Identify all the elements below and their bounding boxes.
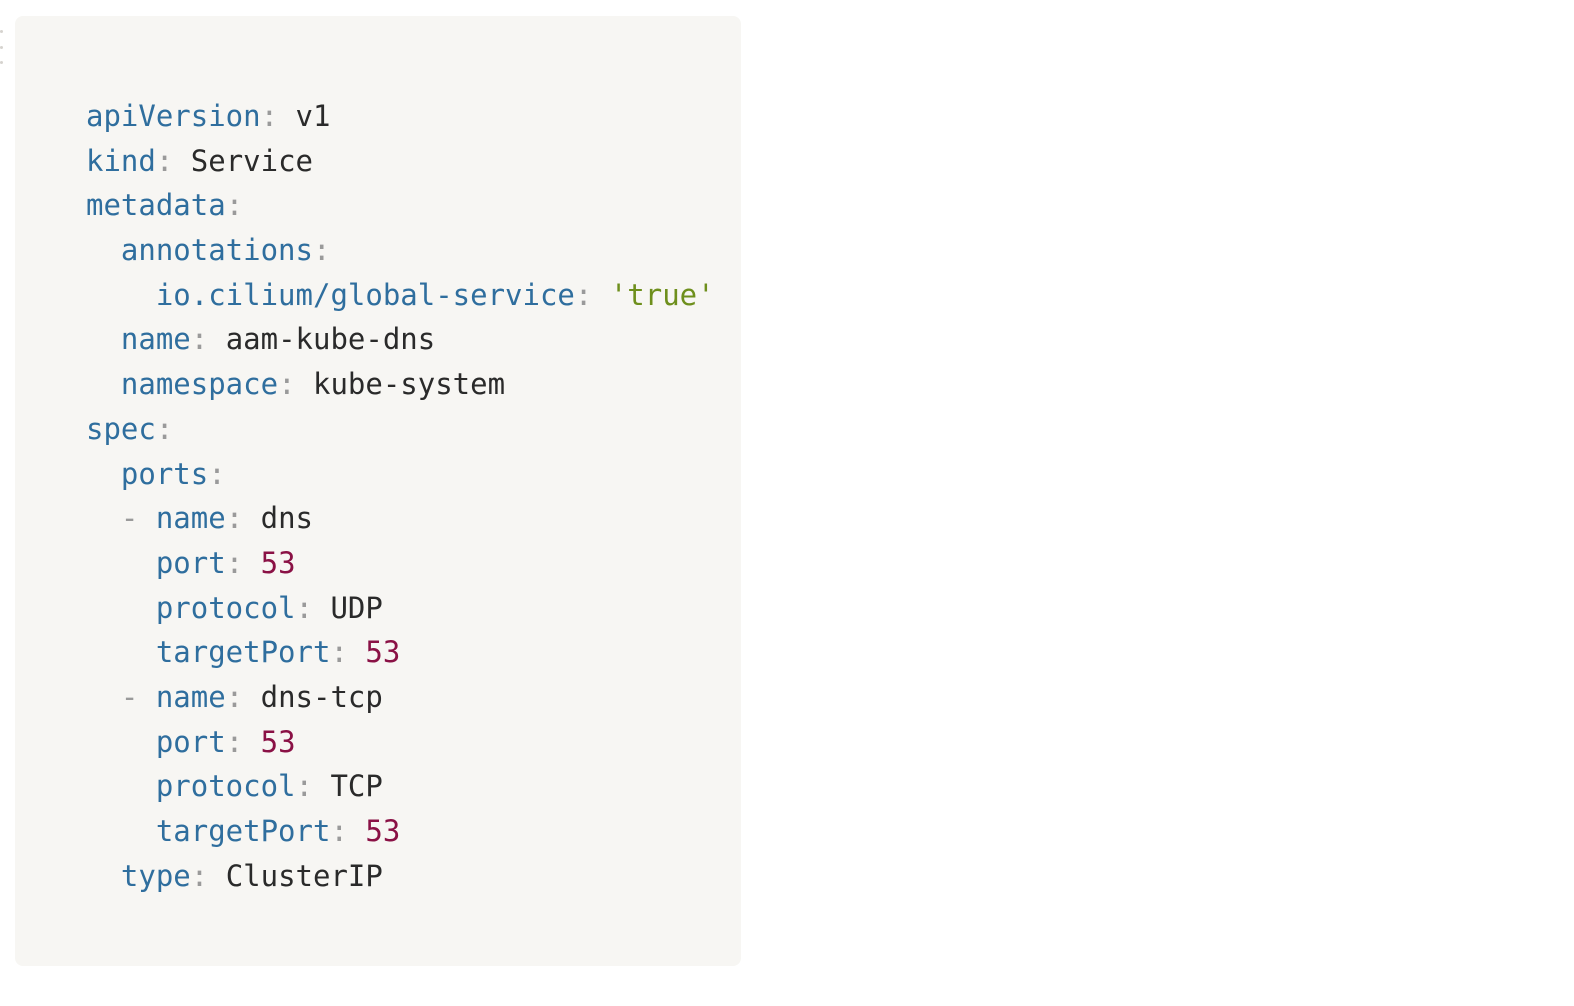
- code-line: - name: dns: [86, 496, 741, 541]
- code-line: protocol: UDP: [86, 586, 741, 631]
- yaml-value: UDP: [330, 590, 383, 625]
- code-indent: [86, 769, 156, 803]
- yaml-value: 53: [260, 724, 296, 759]
- yaml-value: v1: [295, 99, 331, 133]
- yaml-key: protocol: [155, 590, 296, 625]
- yaml-colon: :: [225, 679, 244, 714]
- yaml-key: port: [155, 724, 226, 759]
- yaml-key: targetPort: [155, 814, 331, 848]
- yaml-value: dns: [260, 501, 314, 536]
- code-line: namespace: kube-system: [86, 362, 741, 407]
- list-dash: -: [120, 501, 156, 536]
- yaml-colon: :: [225, 545, 244, 580]
- yaml-colon: :: [208, 456, 226, 491]
- block-drag-handle[interactable]: [0, 30, 4, 64]
- code-line: protocol: TCP: [86, 764, 741, 809]
- yaml-key: type: [120, 858, 191, 893]
- yaml-value: dns-tcp: [260, 679, 383, 714]
- yaml-colon: :: [190, 322, 209, 357]
- yaml-value: ClusterIP: [225, 858, 383, 893]
- yaml-colon: :: [330, 814, 348, 848]
- drag-dot: [0, 45, 3, 49]
- code-indent: [86, 814, 156, 848]
- yaml-key: kind: [86, 143, 156, 178]
- code-line: annotations:: [86, 228, 741, 273]
- yaml-key: name: [120, 322, 191, 357]
- code-line: port: 53: [86, 720, 741, 765]
- yaml-colon: :: [225, 188, 244, 223]
- code-indent: [86, 367, 121, 401]
- code-indent: [86, 680, 121, 714]
- yaml-key: name: [155, 679, 226, 714]
- code-line: spec:: [86, 407, 741, 452]
- yaml-value: Service: [190, 143, 313, 178]
- code-indent: [86, 635, 156, 669]
- yaml-colon: :: [260, 99, 279, 133]
- yaml-key: name: [155, 501, 226, 536]
- code-line: io.cilium/global-service: 'true': [86, 273, 741, 318]
- yaml-value: 53: [365, 814, 401, 848]
- yaml-colon: :: [190, 858, 209, 893]
- code-line: apiVersion: v1: [86, 94, 741, 139]
- yaml-colon: :: [225, 724, 244, 759]
- code-line: ports:: [86, 452, 741, 497]
- code-line: targetPort: 53: [86, 630, 741, 675]
- code-line: kind: Service: [86, 139, 741, 184]
- yaml-value: 53: [260, 545, 296, 580]
- code-indent: [86, 233, 121, 267]
- yaml-key: targetPort: [155, 635, 331, 670]
- code-indent: [86, 591, 156, 625]
- yaml-key: metadata: [86, 188, 226, 223]
- code-indent: [86, 457, 121, 491]
- yaml-colon: :: [330, 635, 348, 670]
- yaml-colon: :: [155, 143, 174, 178]
- yaml-value: aam-kube-dns: [225, 322, 436, 357]
- yaml-key: port: [155, 545, 226, 580]
- yaml-colon: :: [295, 769, 313, 804]
- list-dash: -: [120, 679, 156, 714]
- code-line: - name: dns-tcp: [86, 675, 741, 720]
- code-line: type: ClusterIP: [86, 854, 741, 899]
- yaml-value: 'true': [609, 277, 715, 312]
- yaml-value: TCP: [330, 769, 383, 804]
- yaml-key: ports: [120, 456, 209, 491]
- yaml-key: annotations: [120, 233, 313, 268]
- code-indent: [86, 322, 121, 356]
- yaml-key: namespace: [120, 367, 279, 402]
- yaml-key: protocol: [155, 769, 296, 804]
- drag-dot: [0, 30, 3, 33]
- yaml-value: 53: [365, 635, 401, 670]
- code-line: metadata:: [86, 183, 741, 228]
- yaml-key: io.cilium/global-service: [155, 277, 575, 312]
- yaml-colon: :: [155, 411, 174, 446]
- yaml-colon: :: [295, 590, 313, 625]
- code-line: name: aam-kube-dns: [86, 317, 741, 362]
- code-line: port: 53: [86, 541, 741, 586]
- code-line: targetPort: 53: [86, 809, 741, 854]
- code-indent: [86, 859, 121, 893]
- yaml-colon: :: [278, 367, 296, 402]
- yaml-key: spec: [86, 411, 156, 446]
- code-indent: [86, 725, 156, 759]
- code-indent: [86, 546, 156, 580]
- code-indent: [86, 501, 121, 535]
- yaml-key: apiVersion: [86, 99, 261, 133]
- yaml-value: kube-system: [313, 367, 506, 402]
- yaml-colon: :: [312, 233, 331, 268]
- drag-dot: [0, 61, 3, 64]
- yaml-colon: :: [574, 277, 593, 312]
- code-indent: [86, 278, 156, 312]
- yaml-colon: :: [225, 501, 244, 536]
